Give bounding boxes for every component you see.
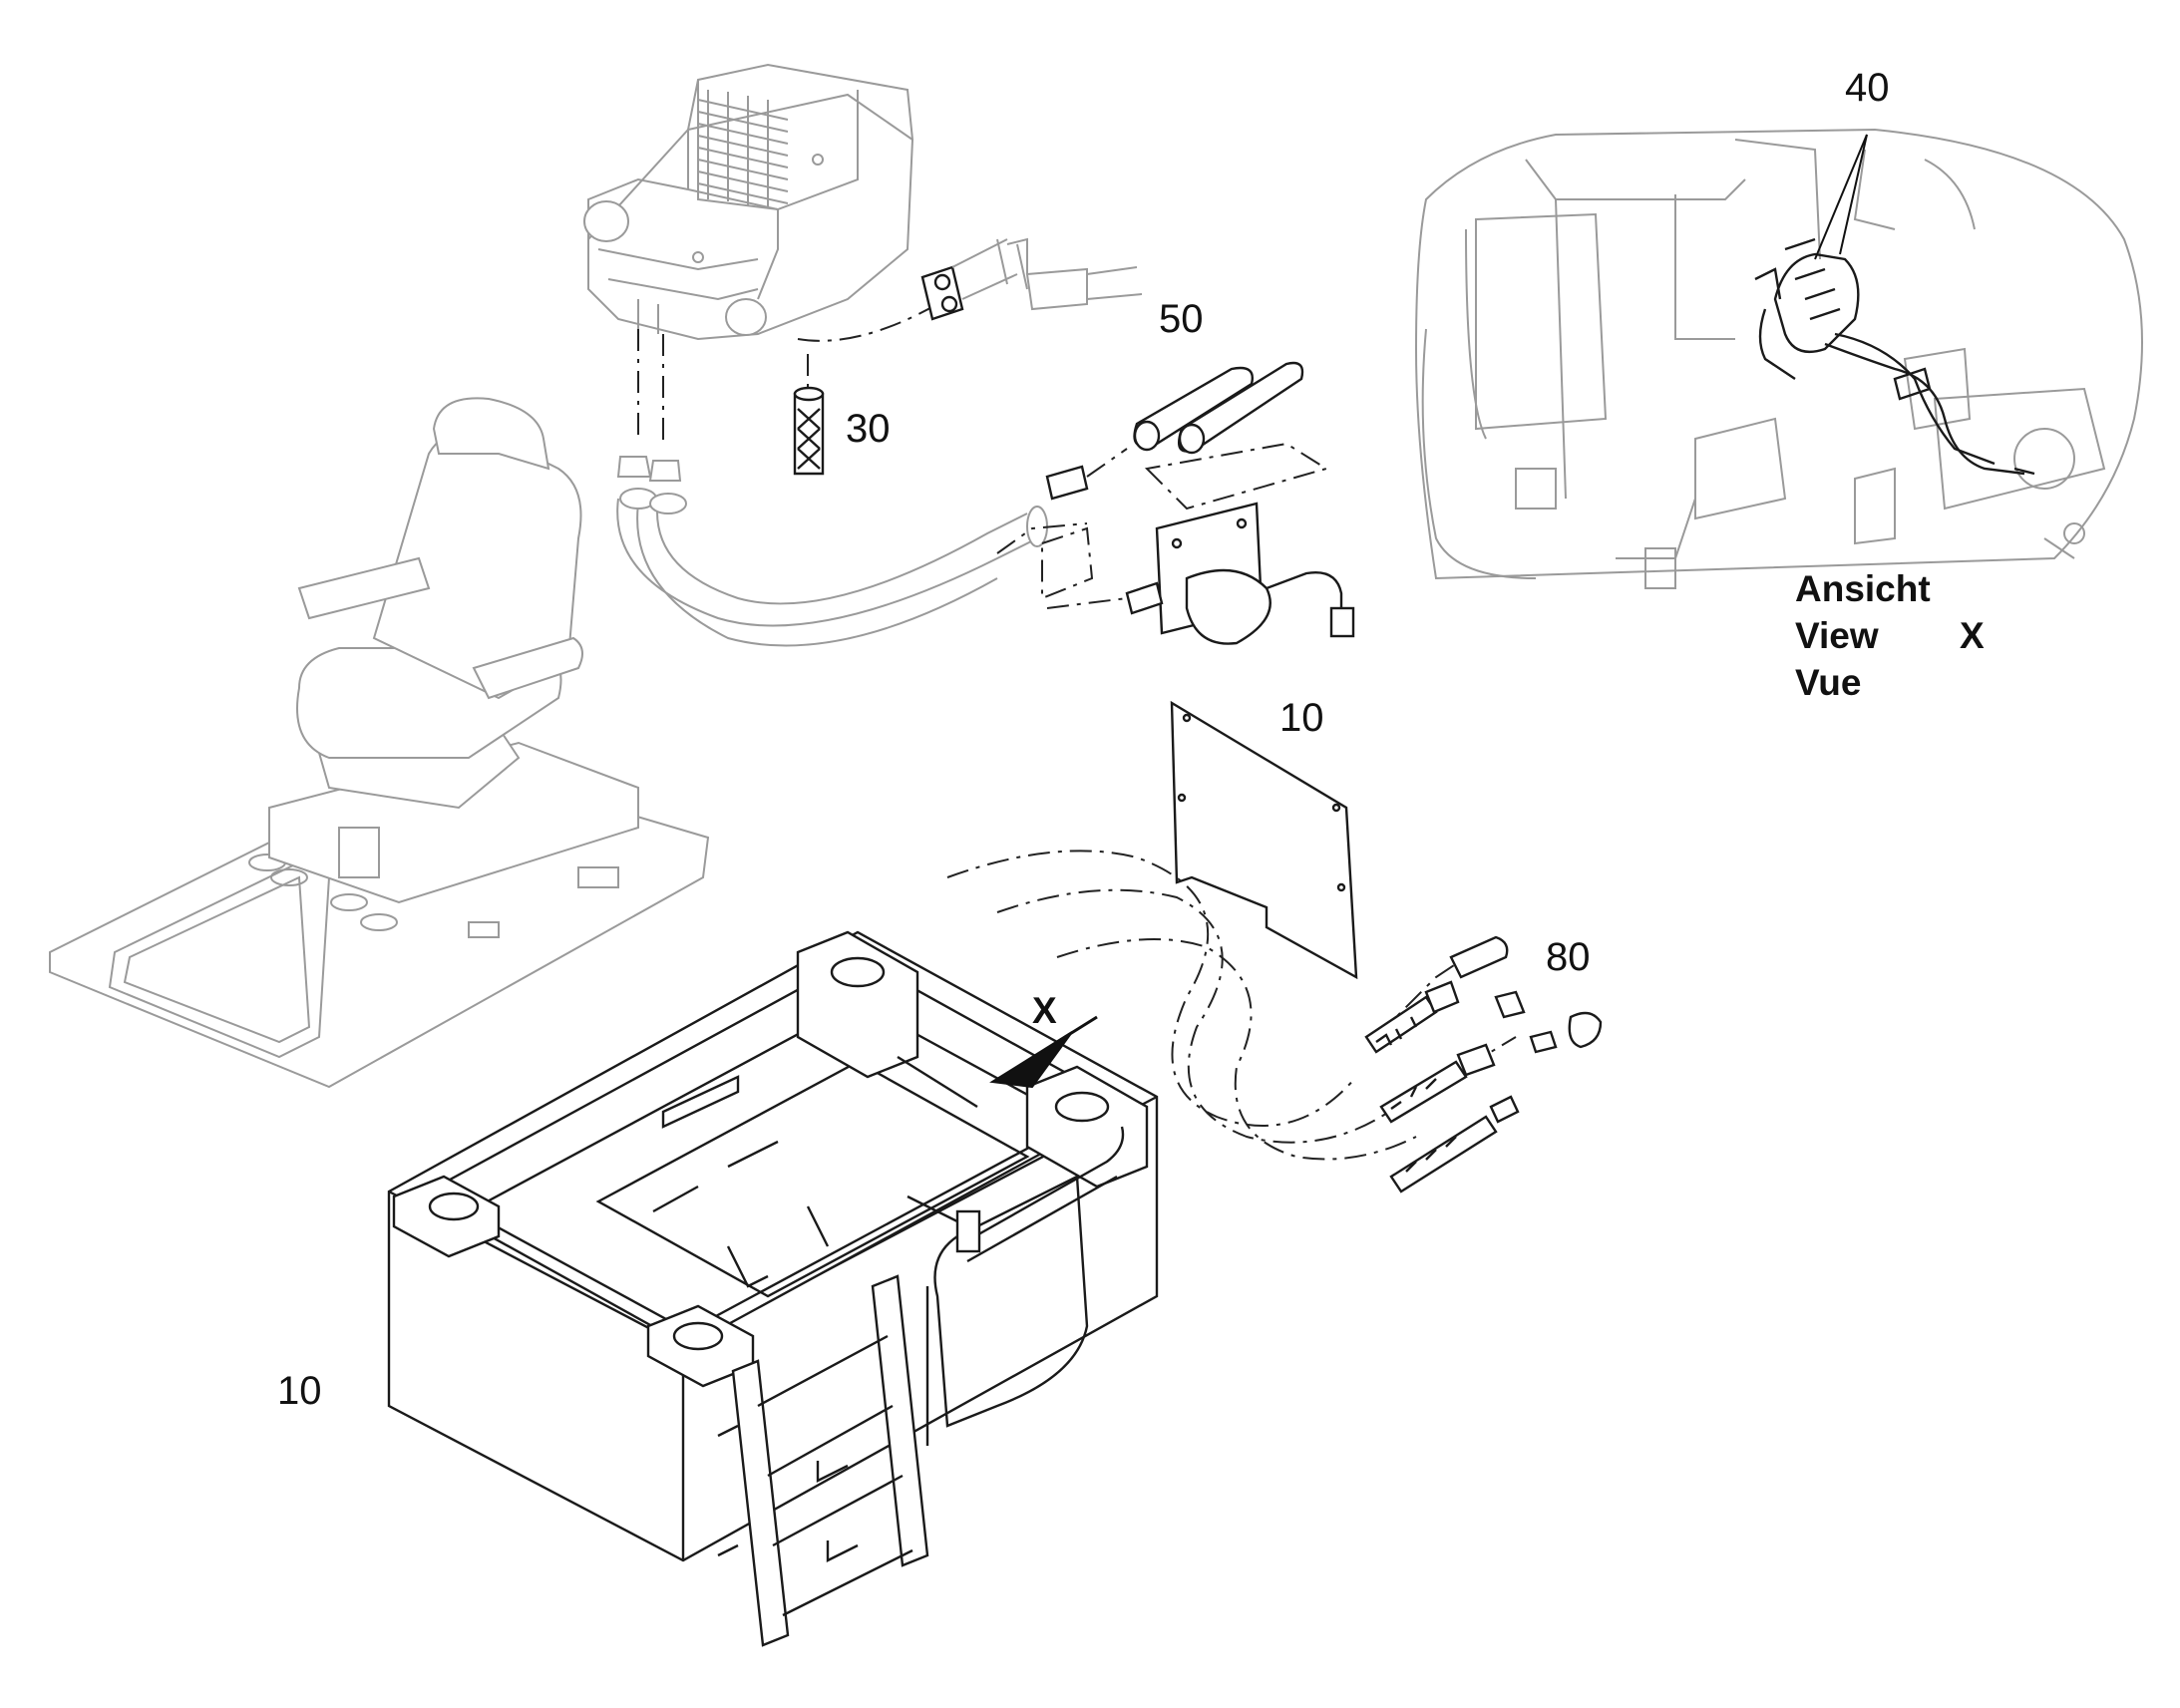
operator-seat xyxy=(49,397,710,1089)
heater-hoses xyxy=(616,456,1048,647)
detail-view-x xyxy=(1414,128,2143,589)
valve-bracket xyxy=(1041,442,1355,645)
view-caption-vue: Vue xyxy=(1795,662,1862,703)
callout-50: 50 xyxy=(1159,297,1204,341)
part-10-base-frame xyxy=(387,930,1159,1647)
air-conditioning-unit xyxy=(583,63,914,341)
view-caption-marker-x: X xyxy=(1960,615,1985,656)
view-caption-view: View xyxy=(1795,615,1879,656)
part-30-filter xyxy=(793,386,825,476)
part-50-connector xyxy=(920,237,1143,321)
callout-40: 40 xyxy=(1845,66,1890,110)
callout-30: 30 xyxy=(846,407,891,451)
callout-10-frame: 10 xyxy=(277,1369,322,1413)
arrow-x-label: X xyxy=(1032,990,1057,1031)
view-x-arrow xyxy=(989,1015,1098,1089)
part-80-fittings xyxy=(1364,935,1603,1194)
view-caption-ansicht: Ansicht xyxy=(1795,568,1931,609)
callout-10-plate: 10 xyxy=(1279,696,1324,740)
part-10-cover-plate xyxy=(1170,700,1358,980)
callout-80: 80 xyxy=(1546,935,1591,979)
pipes xyxy=(1133,361,1304,455)
